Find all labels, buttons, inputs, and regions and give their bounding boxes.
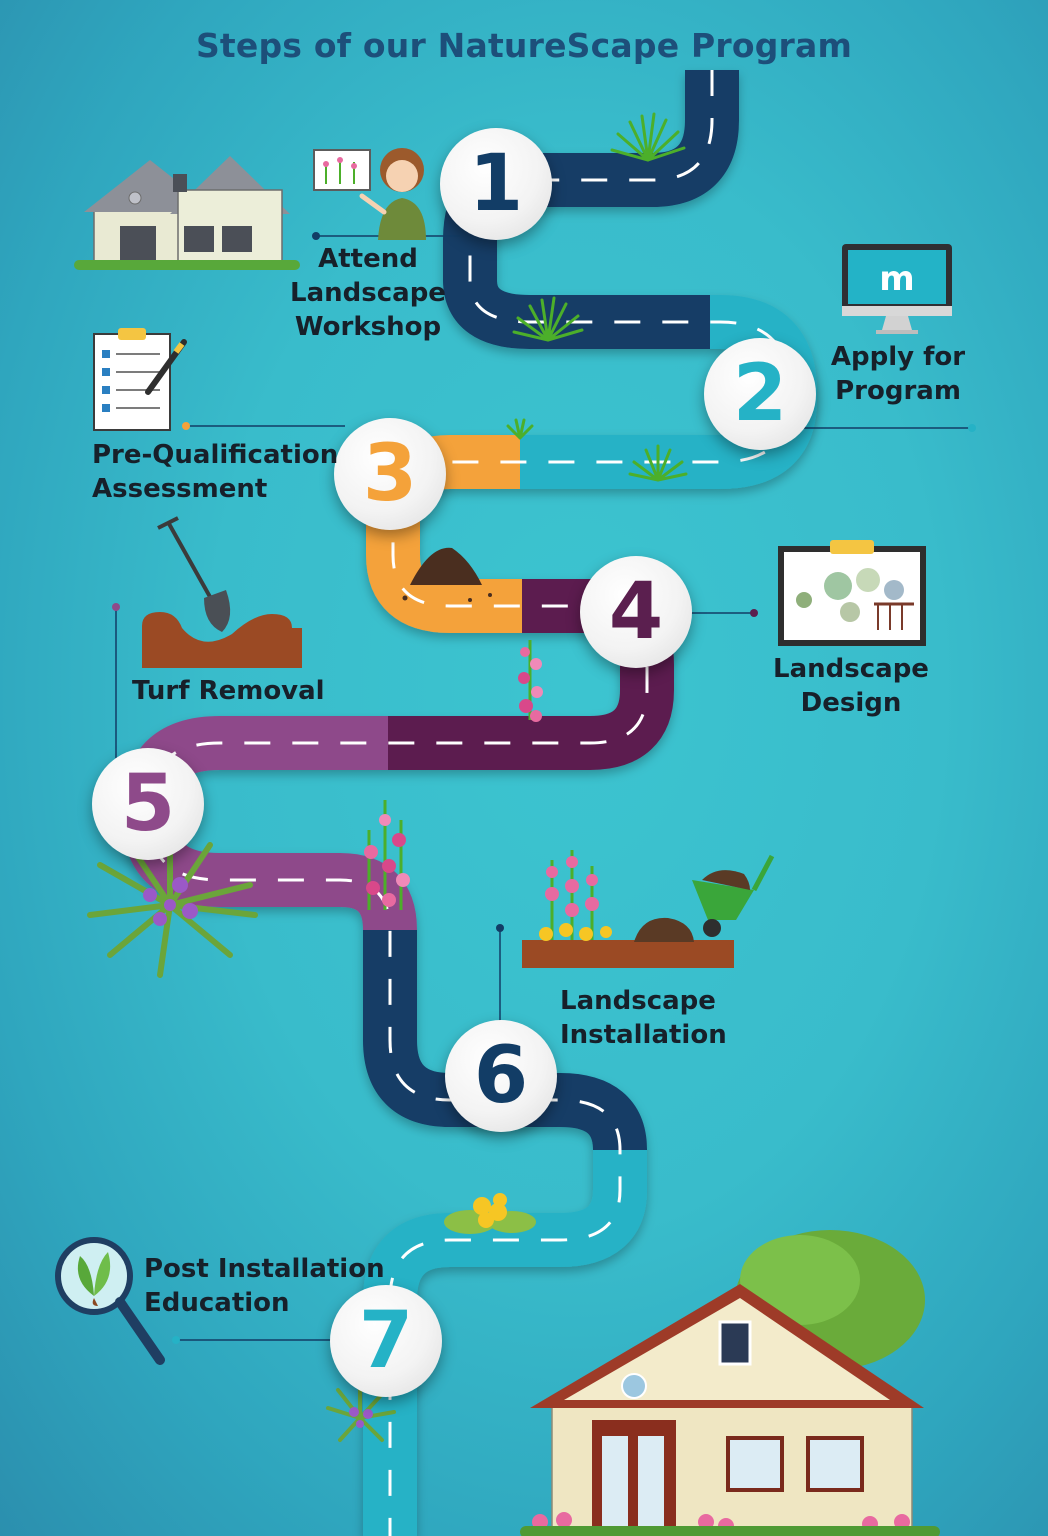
step-4-label-line: Landscape [773, 654, 929, 684]
step-5-badge: 5 [92, 748, 204, 860]
step-1-badge: 1 [440, 128, 552, 240]
connector-step-2 [800, 424, 976, 432]
house-icon [74, 156, 300, 270]
step-7-label: Post Installation Education [144, 1252, 385, 1320]
connector-lines [112, 232, 976, 1344]
grass-tufts [506, 112, 688, 482]
step-3-label-line: Assessment [92, 474, 268, 504]
step-2-label-line: Apply for [830, 342, 966, 372]
teacher-icon [313, 148, 426, 240]
page-title: Steps of our NatureScape Program [195, 26, 853, 65]
grass-tuft-icon [628, 444, 688, 482]
dirt-mound-icon [402, 547, 492, 602]
grass-tuft-icon [512, 296, 584, 342]
connector-step-3 [182, 422, 345, 430]
step-4-label: Landscape Design [766, 652, 936, 720]
clipboard-checklist-icon [93, 328, 187, 431]
step-4-label-line: Design [800, 688, 902, 718]
svg-text:m: m [879, 259, 914, 299]
step-3-label: Pre-Qualification Assessment [92, 438, 338, 506]
grass-tuft-icon [610, 112, 686, 162]
step-1-label: Attend Landscape Workshop [268, 242, 468, 344]
planting-wheelbarrow-icon [522, 850, 775, 968]
step-6-label: Landscape Installation [560, 984, 727, 1052]
grass-tuft-icon [506, 418, 534, 440]
step-3-badge: 3 [334, 418, 446, 530]
step-7-badge: 7 [330, 1285, 442, 1397]
connector-step-5 [112, 603, 120, 758]
shovel-soil-icon [142, 516, 302, 668]
design-plan-icon [778, 540, 926, 646]
spiky-plant-icon [87, 832, 258, 978]
step-1-label-line: Landscape [290, 278, 446, 308]
step-5-label-line: Turf Removal [132, 676, 325, 706]
connector-step-6 [496, 924, 504, 1025]
step-7-label-line: Post Installation [144, 1254, 385, 1284]
step-3-label-line: Pre-Qualification [92, 440, 339, 470]
step-2-badge: 2 [704, 338, 816, 450]
step-2-label: Apply for Program [818, 340, 978, 408]
flower-stalk-icon [518, 640, 543, 722]
step-1-label-line: Workshop [294, 312, 442, 342]
step-7-label-line: Education [144, 1288, 290, 1318]
flower-stalk-icon [364, 800, 410, 910]
step-6-badge: 6 [445, 1020, 557, 1132]
step-6-label-line: Installation [560, 1020, 727, 1050]
step-5-label: Turf Removal [132, 674, 325, 708]
spiky-plant-icon [326, 1384, 396, 1442]
step-6-label-line: Landscape [560, 986, 716, 1016]
home-garden-icon [520, 1230, 940, 1536]
connector-step-4 [688, 609, 758, 617]
monitor-logo-icon: m [842, 244, 952, 334]
yellow-flower-icon [444, 1193, 536, 1234]
step-4-badge: 4 [580, 556, 692, 668]
road-dashes [148, 70, 792, 1536]
step-2-label-line: Program [835, 376, 961, 406]
step-1-label-line: Attend [318, 244, 418, 274]
magnifier-plant-icon [55, 1237, 165, 1365]
connector-step-7 [172, 1336, 332, 1344]
